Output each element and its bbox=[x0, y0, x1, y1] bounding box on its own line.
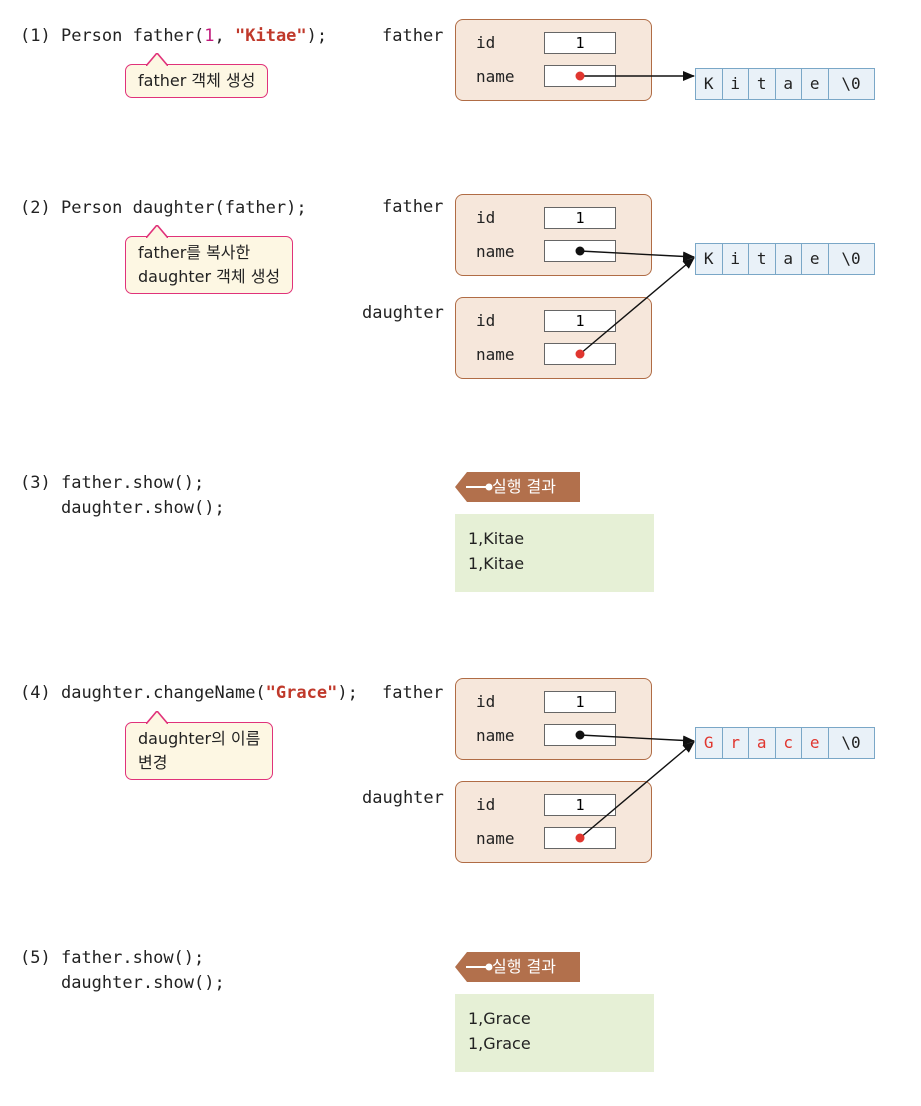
tag-arrow-icon bbox=[466, 963, 493, 971]
daughter-label-4: daughter bbox=[362, 788, 444, 808]
daughter-object-2: id 1 name bbox=[455, 297, 652, 379]
id-value-box: 1 bbox=[544, 32, 616, 54]
step4-note-bubble: daughter의 이름 변경 bbox=[125, 711, 274, 780]
id-value-box: 1 bbox=[544, 207, 616, 229]
id-value-box: 1 bbox=[544, 691, 616, 713]
name-field-label: name bbox=[476, 67, 515, 86]
id-field-label: id bbox=[476, 795, 496, 814]
id-value-box: 1 bbox=[544, 794, 616, 816]
step4-code: (4) daughter.changeName("Grace"); bbox=[20, 683, 358, 703]
name-field-label: name bbox=[476, 829, 515, 848]
name-field-label: name bbox=[476, 242, 515, 261]
name-pointer-box bbox=[544, 724, 616, 746]
step1-note-bubble: father 객체 생성 bbox=[125, 53, 269, 98]
name-pointer-box bbox=[544, 827, 616, 849]
step2-code: (2) Person daughter(father); bbox=[20, 198, 307, 218]
step5-code: (5) father.show(); daughter.show(); bbox=[20, 948, 225, 993]
father-label-2: father bbox=[382, 197, 444, 217]
id-field-label: id bbox=[476, 311, 496, 330]
step1-code: (1) Person father(1, "Kitae"); bbox=[20, 26, 328, 46]
result-box-5: 1,Grace 1,Grace bbox=[455, 994, 654, 1072]
step3-code: (3) father.show(); daughter.show(); bbox=[20, 473, 225, 518]
name-pointer-box bbox=[544, 343, 616, 365]
step2-note-bubble: father를 복사한 daughter 객체 생성 bbox=[125, 225, 294, 294]
father-label-4: father bbox=[382, 683, 444, 703]
result-box-3: 1,Kitae 1,Kitae bbox=[455, 514, 654, 592]
name-pointer-box bbox=[544, 65, 616, 87]
id-field-label: id bbox=[476, 692, 496, 711]
name-field-label: name bbox=[476, 345, 515, 364]
father-label-1: father bbox=[382, 26, 444, 46]
step1-number: (1) bbox=[20, 26, 51, 46]
name-field-label: name bbox=[476, 726, 515, 745]
daughter-label-2: daughter bbox=[362, 303, 444, 323]
step3-number: (3) bbox=[20, 473, 51, 493]
daughter-object-4: id 1 name bbox=[455, 781, 652, 863]
id-field-label: id bbox=[476, 208, 496, 227]
father-object-2: id 1 name bbox=[455, 194, 652, 276]
step5-number: (5) bbox=[20, 948, 51, 968]
bubble-tail-icon bbox=[146, 711, 168, 724]
tag-arrow-icon bbox=[466, 483, 493, 491]
father-object-1: id 1 name bbox=[455, 19, 652, 101]
id-field-label: id bbox=[476, 33, 496, 52]
bubble-tail-icon bbox=[146, 225, 168, 238]
father-object-4: id 1 name bbox=[455, 678, 652, 760]
name-pointer-box bbox=[544, 240, 616, 262]
bubble-tail-icon bbox=[146, 53, 168, 66]
step2-number: (2) bbox=[20, 198, 51, 218]
id-value-box: 1 bbox=[544, 310, 616, 332]
step4-number: (4) bbox=[20, 683, 51, 703]
